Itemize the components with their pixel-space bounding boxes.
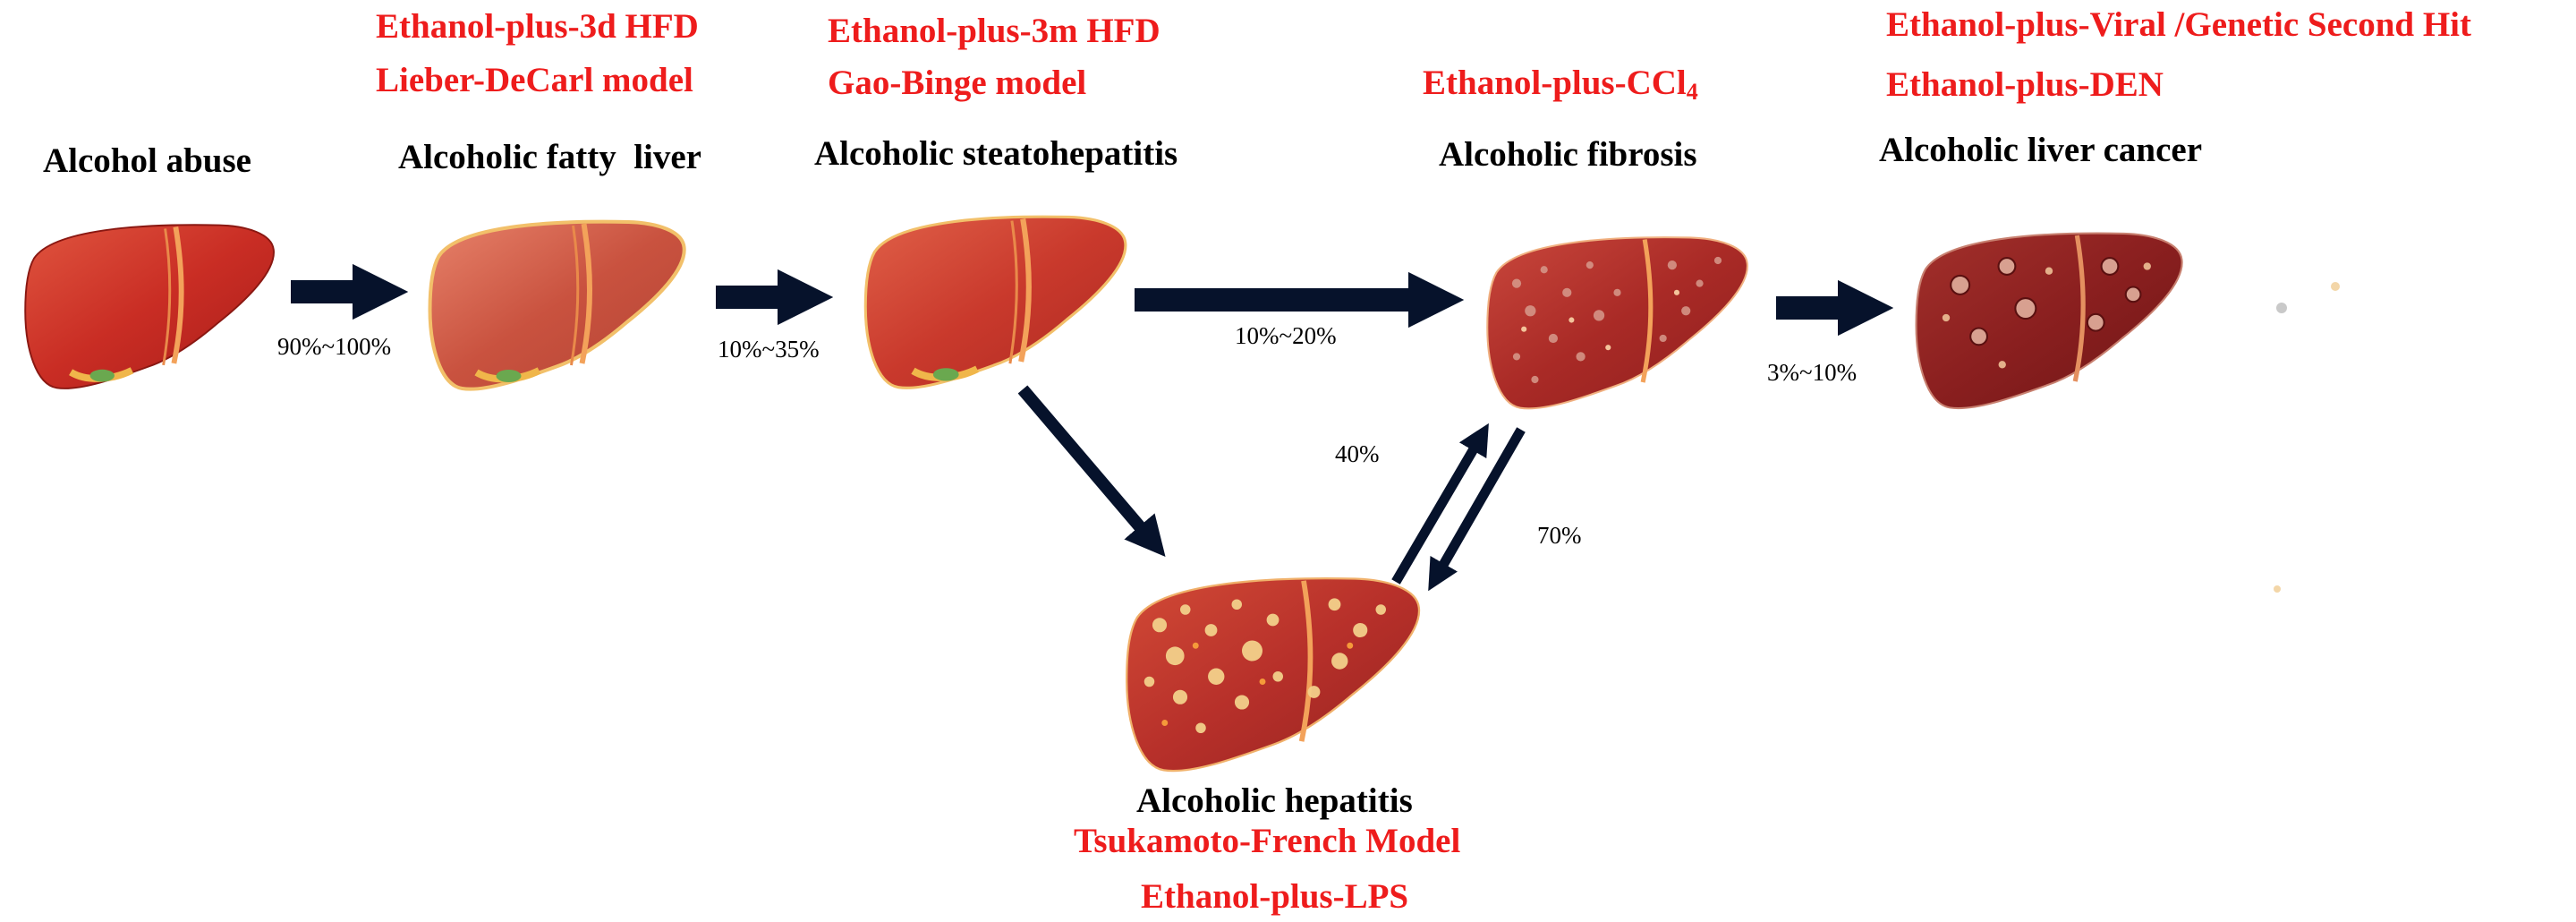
stage-label-cancer: Alcoholic liver cancer xyxy=(1879,131,2202,169)
pct-steato-to-fibrosis: 10%~20% xyxy=(1235,322,1337,349)
stage-label-fatty-liver: Alcoholic fatty liver xyxy=(398,138,701,176)
debris-speck-icon xyxy=(2274,282,2340,593)
model-label-steato-1: Ethanol-plus-3m HFD xyxy=(828,12,1160,50)
pct-fatty-to-steato: 10%~35% xyxy=(718,336,820,363)
liver-cancer-icon xyxy=(1915,232,2183,410)
stage-label-fibrosis: Alcoholic fibrosis xyxy=(1439,135,1697,174)
pct-fibrosis-to-cancer: 3%~10% xyxy=(1767,359,1858,386)
liver-steatohepatitis-icon xyxy=(863,215,1127,389)
pct-hepatitis-to-fibrosis: 40% xyxy=(1335,440,1380,467)
pct-fibrosis-to-hepatitis: 70% xyxy=(1537,522,1582,549)
stage-label-hepatitis: Alcoholic hepatitis xyxy=(1136,781,1413,820)
model-label-hepatitis-2: Ethanol-plus-LPS xyxy=(1141,877,1409,916)
stage-label-abuse: Alcohol abuse xyxy=(43,141,251,180)
liver-fatty-icon xyxy=(428,219,686,391)
liver-hepatitis-icon xyxy=(1126,576,1420,773)
arrow-steato-to-hepatitis xyxy=(1017,385,1166,558)
model-label-fatty-2: Lieber-DeCarl model xyxy=(376,61,693,99)
model-label-cancer-2: Ethanol-plus-DEN xyxy=(1886,65,2164,104)
model-label-hepatitis-1: Tsukamoto-French Model xyxy=(1074,822,1461,860)
arrow-hepatitis-to-fibrosis xyxy=(1391,423,1489,585)
model-label-cancer-1: Ethanol-plus-Viral /Genetic Second Hit xyxy=(1886,5,2471,44)
model-label-fibrosis-1-sub: 4 xyxy=(1686,79,1698,105)
model-label-fatty-1: Ethanol-plus-3d HFD xyxy=(376,7,699,46)
stage-label-steatohepatitis: Alcoholic steatohepatitis xyxy=(814,134,1178,173)
pct-abuse-to-fatty: 90%~100% xyxy=(277,333,392,360)
liver-healthy-icon xyxy=(24,224,275,389)
arrow-fibrosis-to-hepatitis xyxy=(1428,427,1526,592)
model-label-fibrosis-1-main: Ethanol-plus-CCl xyxy=(1423,64,1687,102)
model-label-steato-2: Gao-Binge model xyxy=(828,64,1087,102)
model-label-fibrosis-1: Ethanol-plus-CCl4 xyxy=(1423,65,1698,104)
liver-fibrosis-icon xyxy=(1486,236,1748,410)
